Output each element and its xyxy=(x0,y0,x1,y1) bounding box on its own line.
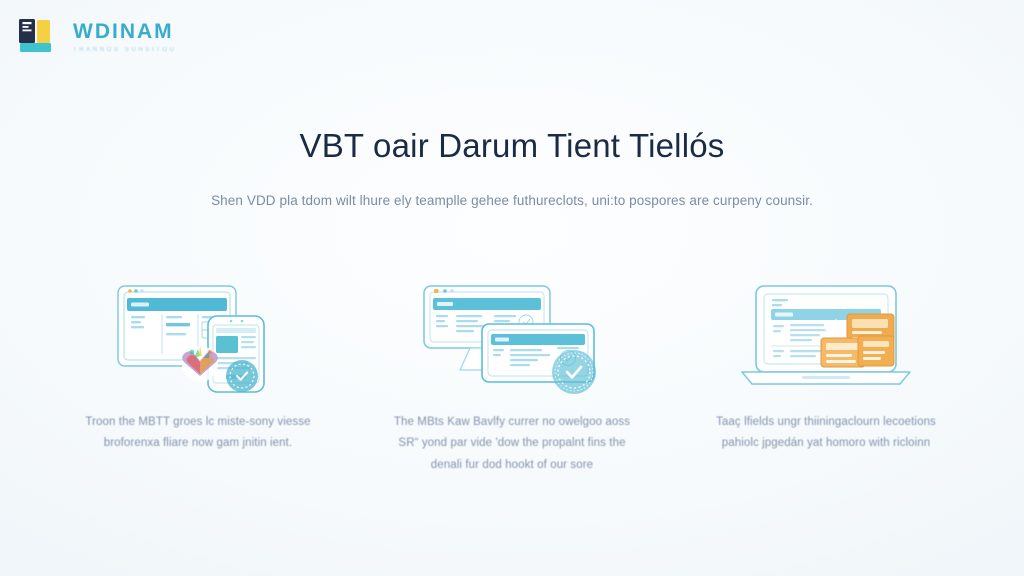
feature-caption-1: Troon the MBTT groes lc miste-sony viess… xyxy=(85,416,311,450)
feature-caption-2: The MBts Kaw Bavlfy currer no owelgoo ao… xyxy=(393,416,631,471)
hero-section: VBT oair Darum Tient Tiellós Shen VDD pl… xyxy=(0,126,1024,215)
feature-column-2: The MBts Kaw Bavlfy currer no owelgoo ao… xyxy=(374,278,650,476)
brand-name: WDINAM xyxy=(73,20,174,43)
browser-window-with-mobile-illustration-icon xyxy=(100,278,296,396)
brand-wordmark: WDINAM TRANNOS SUNSITOU xyxy=(73,19,177,53)
page-title: VBT oair Darum Tient Tiellós xyxy=(299,127,725,164)
feature-row: Troon the MBTT groes lc miste-sony viess… xyxy=(60,278,964,476)
brand-tagline: TRANNOS SUNSITOU xyxy=(73,47,177,53)
feature-caption-3: Taaç lfields ungr thiiningaclourn lecoet… xyxy=(716,416,936,450)
feature-column-3: Taaç lfields ungr thiiningaclourn lecoet… xyxy=(688,278,964,476)
page-subtitle: Shen VDD pla tdom wilt lhure ely teampll… xyxy=(211,193,813,209)
laptop-with-orange-cards-illustration-icon xyxy=(728,278,924,396)
dual-monitor-window-with-seal-illustration-icon xyxy=(414,278,610,396)
feature-column-1: Troon the MBTT groes lc miste-sony viess… xyxy=(60,278,336,476)
wdinam-logo-mark-icon xyxy=(16,16,62,56)
brand-logo[interactable]: WDINAM TRANNOS SUNSITOU xyxy=(16,16,177,56)
